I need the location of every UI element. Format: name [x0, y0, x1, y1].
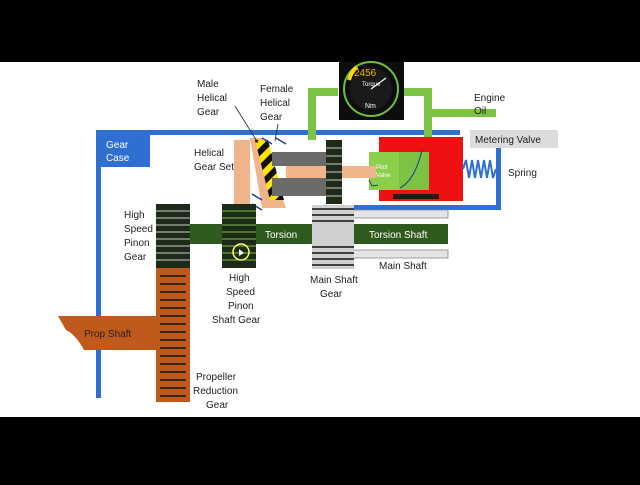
helical-gear-set	[234, 138, 342, 212]
helical-gear-set-label: Helical Gear Set	[194, 148, 234, 173]
gauge-reading: 2456	[354, 68, 377, 79]
female-gear-leader	[274, 123, 279, 142]
main-shaft-gear-label: Main Shaft Gear	[310, 275, 361, 300]
gear-case-label: Gear Case	[106, 140, 131, 164]
spring-label: Spring	[508, 168, 537, 179]
prop-shaft-label: Prop Shaft	[84, 329, 131, 340]
main-shaft-gear	[312, 205, 354, 269]
propeller-reduction-gear-label: Propeller Reduction Gear	[193, 372, 241, 411]
female-helical-gear-label: Female Helical Gear	[260, 84, 296, 123]
high-speed-pinon-gear	[156, 204, 190, 268]
propeller-reduction-gear	[156, 268, 190, 402]
engine-oil-line	[308, 88, 496, 163]
torsion-label: Torsion	[265, 230, 297, 241]
torsion-shaft-label: Torsion Shaft	[369, 230, 428, 241]
flow-arrow-icon	[368, 179, 379, 187]
gear-case	[96, 130, 501, 398]
high-speed-pinon-shaft-gear-label: High Speed Pinon Shaft Gear	[212, 273, 261, 326]
high-speed-pinon-shaft-gear	[222, 204, 256, 268]
main-shaft-label: Main Shaft	[379, 261, 427, 272]
metering-valve-label: Metering Valve	[475, 135, 541, 146]
metering-valve-box	[470, 130, 558, 148]
spring-icon	[462, 159, 497, 179]
flow-arrow-icon	[399, 149, 423, 189]
helix-marks	[251, 137, 287, 211]
pilot-valve-label: Pilot Valve	[376, 165, 391, 179]
engine-oil-label: Engine Oil	[474, 93, 508, 117]
gauge-title: Torque	[362, 82, 381, 88]
male-gear-leader	[234, 105, 259, 144]
prop-shaft	[58, 316, 156, 350]
gauge-unit: Nm	[365, 103, 376, 110]
high-speed-pinon-gear-label: High Speed Pinon Gear	[124, 210, 156, 263]
torque-gauge: 2456 Torque Nm	[339, 61, 404, 120]
male-helical-gear-label: Male Helical Gear	[197, 79, 230, 118]
